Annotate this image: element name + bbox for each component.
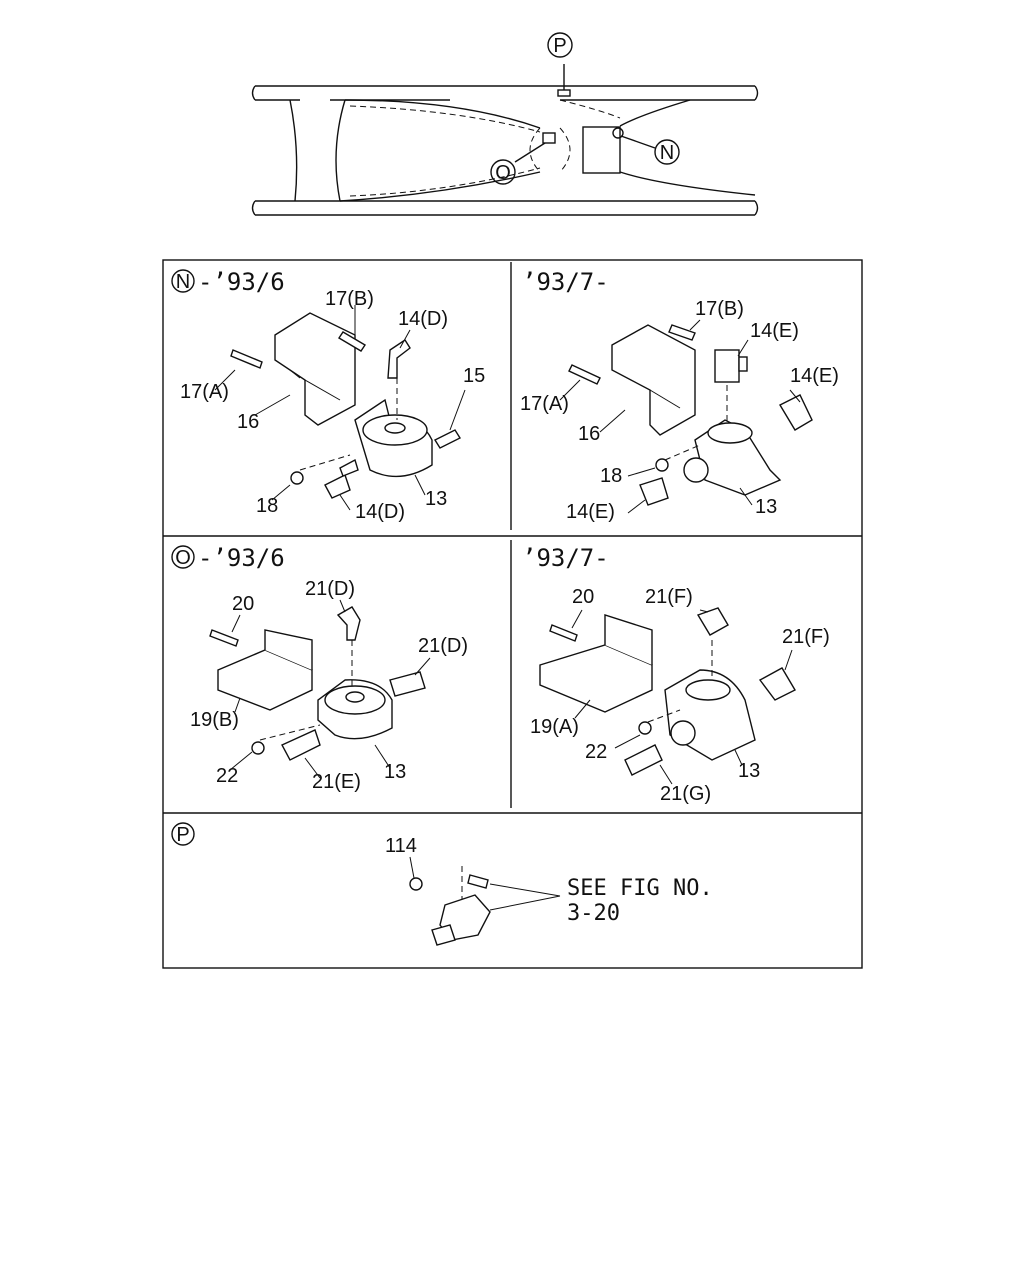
panel-n-marker: N [176,271,190,293]
panel-n-early: N -’93/6 17(B) 14(D) 15 17(A) 16 18 14(D… [171,268,485,523]
label-21f-top: 21(F) [645,586,693,608]
label-19b: 19(B) [190,709,239,731]
panel-n-late: ’93/7- 17(B) 14(E) 14(E) 17(A) 16 18 14(… [520,268,839,523]
label-14e-right: 14(E) [790,365,839,387]
see-fig-line1: SEE FIG NO. [567,876,713,901]
label-114: 114 [385,835,417,857]
frame-overview: P O N [251,32,759,216]
panel-n-late-header: ’93/7- [522,268,609,296]
label-18-late: 18 [600,465,622,487]
label-14d-bottom: 14(D) [355,501,405,523]
label-13: 13 [425,488,447,510]
label-21d-right: 21(D) [418,635,468,657]
label-21e: 21(E) [312,771,361,793]
label-17b: 17(B) [325,288,374,310]
label-14e-top: 14(E) [750,320,799,342]
label-21f-right: 21(F) [782,626,830,648]
label-19a: 19(A) [530,716,579,738]
label-16: 16 [237,411,259,433]
label-17a-late: 17(A) [520,393,569,415]
panel-o-early: O -’93/6 20 21(D) 21(D) 19(B) 22 21(E) 1… [171,544,468,793]
label-21d-top: 21(D) [305,578,355,600]
label-22: 22 [216,765,238,787]
panel-o-late-header: ’93/7- [522,544,609,572]
panel-p-marker: P [176,824,189,846]
label-16-late: 16 [578,423,600,445]
label-17b-late: 17(B) [695,298,744,320]
label-22-late: 22 [585,741,607,763]
label-18: 18 [256,495,278,517]
label-13-late: 13 [755,496,777,518]
label-13-o-late: 13 [738,760,760,782]
label-14e-bottom: 14(E) [566,501,615,523]
label-21g: 21(G) [660,783,711,805]
label-20: 20 [232,593,254,615]
label-20-late: 20 [572,586,594,608]
label-14d-top: 14(D) [398,308,448,330]
panel-o-late: ’93/7- 20 21(F) 21(F) 19(A) 22 21(G) 13 [522,544,830,805]
callout-p: P [553,35,566,57]
label-17a: 17(A) [180,381,229,403]
label-15: 15 [463,365,485,387]
panel-p: P 114 SEE FIG NO. 3-20 [171,822,713,946]
panel-o-early-header: -’93/6 [198,544,285,572]
see-fig-line2: 3-20 [567,901,620,926]
callout-n: N [660,142,674,164]
detail-table [162,259,863,969]
callout-o: O [495,162,511,184]
panel-n-early-header: -’93/6 [198,268,285,296]
panel-o-marker: O [175,547,191,569]
